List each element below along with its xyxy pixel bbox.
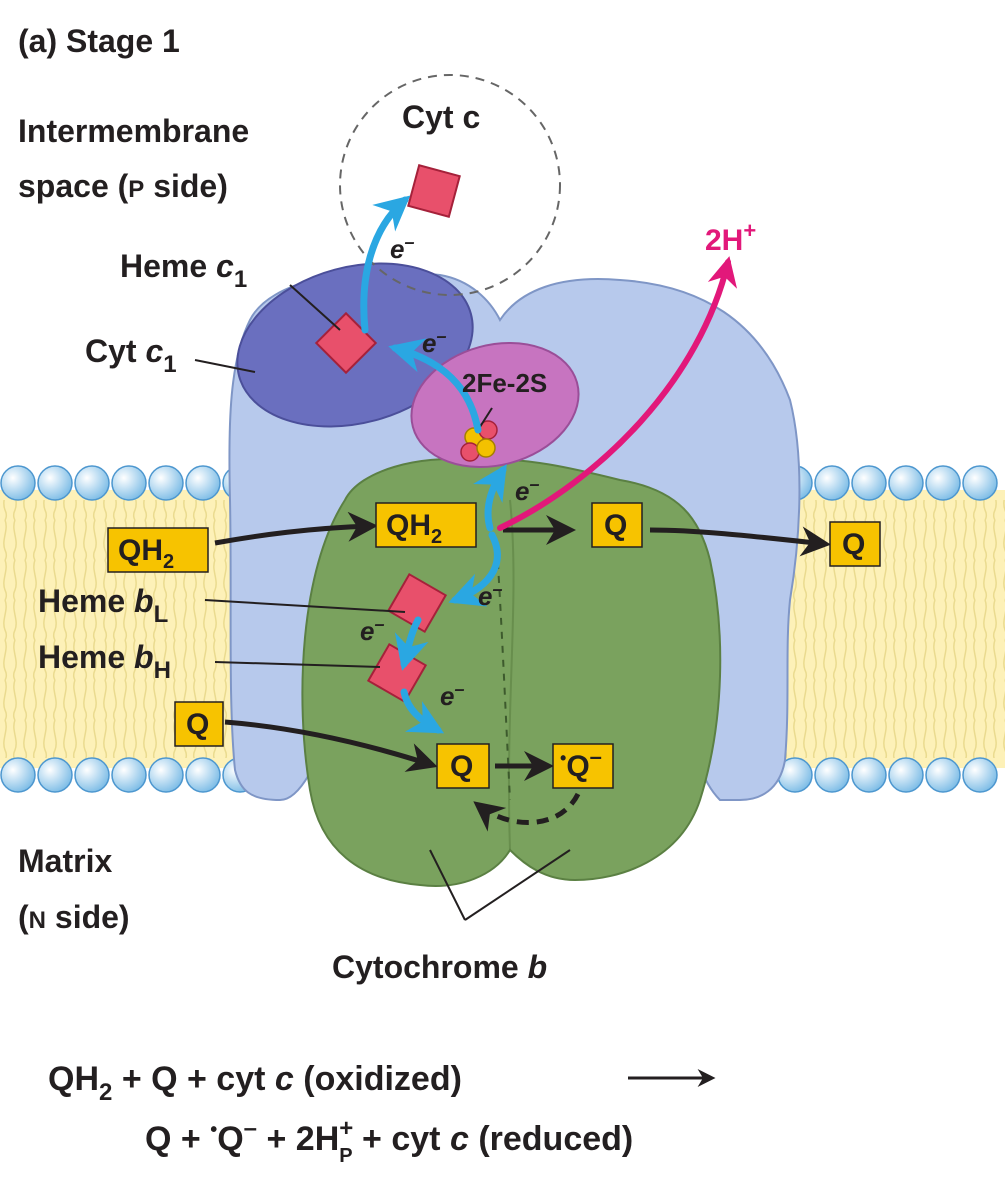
n-side-label-line1: Matrix [18, 843, 112, 879]
lipid-head [851, 757, 887, 793]
heme-c1 [314, 311, 378, 375]
lipid-head [962, 757, 998, 793]
n-side-label-line2: (N side) [18, 899, 130, 935]
proton-label: 2H+ [705, 218, 756, 257]
lipid-head [888, 757, 924, 793]
equation-line1: QH2 + Q + cyt c (oxidized) [48, 1060, 462, 1106]
q-out-site-box [591, 502, 643, 548]
leader-lines [194, 284, 571, 921]
lipid-head [925, 465, 961, 501]
lipid-head [0, 757, 36, 793]
q-out-pool-box [829, 521, 881, 567]
semiquinone-box [552, 743, 614, 789]
q-in-site-label: Q [450, 750, 473, 783]
lipid-head [148, 465, 184, 501]
lipid-head [111, 757, 147, 793]
heme-bl [386, 572, 448, 634]
equation-line2: Q + •Q– + 2H+P + cyt c (reduced) [145, 1115, 633, 1167]
svg-text:e–: e– [478, 579, 502, 611]
lipid-head [814, 757, 850, 793]
heme-bh-label: Heme bH [38, 639, 171, 684]
semiquinone-label: •Q– [560, 744, 602, 783]
q-out-site-label: Q [604, 509, 627, 542]
svg-text:e–: e– [422, 326, 446, 358]
svg-text:e–: e– [360, 614, 384, 646]
electron-labels: e– e– e– e– e– e– [360, 232, 539, 711]
q-in-pool-box [174, 701, 224, 747]
lipid-head [814, 465, 850, 501]
lipid-head [37, 757, 73, 793]
cyt-c1-label: Cyt c1 [85, 333, 177, 378]
net-equation: QH2 + Q + cyt c (oxidized) Q + •Q– + 2H+… [48, 1060, 716, 1167]
q-in-pool-label: Q [186, 708, 209, 741]
svg-text:e–: e– [515, 474, 539, 506]
qh2-pool-box [107, 527, 209, 573]
proton-arrow [497, 256, 738, 531]
lipid-head [74, 465, 110, 501]
quinone-arrows [214, 511, 831, 832]
lipid-head [888, 465, 924, 501]
lipid-heads-bottom [0, 757, 998, 793]
cytochrome-b-domain [301, 458, 722, 887]
qh2-pool-label: QH2 [118, 534, 174, 573]
cytochrome-b-label: Cytochrome b [332, 949, 547, 985]
fes-label: 2Fe-2S [462, 368, 547, 398]
panel-title: (a) Stage 1 [18, 23, 180, 59]
lipid-head [925, 757, 961, 793]
lipid-head [185, 465, 221, 501]
fes-protein [410, 342, 580, 468]
p-side-label-line1: Intermembrane [18, 113, 249, 149]
lipid-head [74, 757, 110, 793]
lipid-head [185, 757, 221, 793]
q-out-pool-label: Q [842, 528, 865, 561]
cyt-c-outline [339, 74, 561, 296]
q-boxes: QH2 QH2 Q Q Q Q •Q– [107, 502, 881, 789]
qh2-site-box [375, 502, 477, 548]
svg-text:e–: e– [440, 679, 464, 711]
q-in-site-box [436, 743, 490, 789]
cyt-c-label: Cyt c [402, 99, 480, 135]
lipid-head [962, 465, 998, 501]
heme-cyt-c [407, 164, 461, 218]
electron-arrows [360, 195, 507, 734]
qh2-site-label: QH2 [386, 509, 442, 548]
lipid-head [148, 757, 184, 793]
svg-text:e–: e– [390, 232, 414, 264]
heme-c1-label: Heme c1 [120, 248, 247, 293]
lipid-head [37, 465, 73, 501]
p-side-label-line2: space (P side) [18, 168, 228, 204]
heme-bl-label: Heme bL [38, 583, 168, 628]
lipid-head [851, 465, 887, 501]
lipid-head [0, 465, 36, 501]
lipid-head [111, 465, 147, 501]
